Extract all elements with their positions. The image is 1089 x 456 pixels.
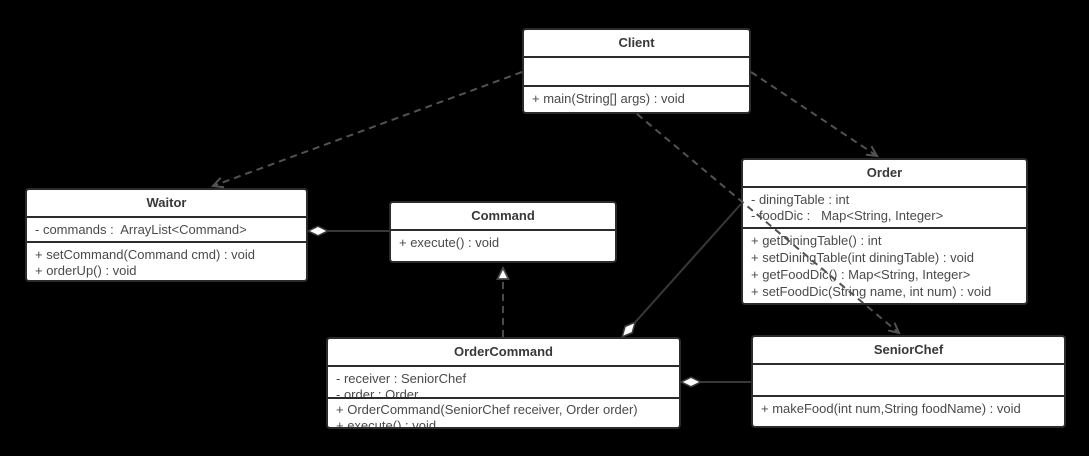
- methods-compartment: + makeFood(int num,String foodName) : vo…: [753, 397, 1064, 426]
- method-item: + execute() : void: [336, 417, 437, 428]
- field-item: - receiver : SeniorChef: [336, 371, 467, 386]
- method-item: + makeFood(int num,String foodName) : vo…: [761, 401, 1021, 416]
- method-item: + setCommand(Command cmd) : void: [35, 246, 255, 262]
- class-title: Command: [391, 203, 615, 231]
- method-item: + OrderCommand(SeniorChef receiver, Orde…: [336, 401, 638, 417]
- method-item: + getFoodDic() : Map<String, Integer>: [751, 267, 971, 283]
- fields-compartment: - diningTable : int - foodDic : Map<Stri…: [743, 188, 1026, 230]
- class-box-client[interactable]: Client + main(String[] args) : void: [522, 28, 751, 114]
- method-item: + getDiningTable() : int: [751, 233, 882, 249]
- field-item: - commands : ArrayList<Command>: [35, 222, 247, 237]
- edge-dependency-client-order: [750, 71, 879, 158]
- class-box-ordercommand[interactable]: OrderCommand - receiver : SeniorChef - o…: [326, 337, 681, 429]
- method-item: + setFoodDic(String name, int num) : voi…: [751, 284, 992, 300]
- field-item: - diningTable : int: [751, 192, 850, 207]
- methods-compartment: + OrderCommand(SeniorChef receiver, Orde…: [328, 399, 679, 428]
- fields-compartment: - commands : ArrayList<Command>: [27, 218, 306, 243]
- methods-compartment: + main(String[] args) : void: [524, 87, 749, 112]
- fields-compartment: [753, 365, 1064, 397]
- edge-dependency-client-waitor: [210, 71, 523, 189]
- class-title: SeniorChef: [753, 337, 1064, 365]
- field-item: - foodDic : Map<String, Integer>: [751, 208, 944, 223]
- fields-compartment: - receiver : SeniorChef - order : Order: [328, 367, 679, 399]
- method-item: + orderUp() : void: [35, 262, 137, 278]
- fields-compartment: [524, 58, 749, 87]
- method-item: + main(String[] args) : void: [532, 91, 685, 106]
- class-box-waitor[interactable]: Waitor - commands : ArrayList<Command> +…: [25, 188, 308, 282]
- class-box-seniorchef[interactable]: SeniorChef + makeFood(int num,String foo…: [751, 335, 1066, 428]
- edge-aggregation-ordercommand-order: [622, 203, 742, 337]
- class-title: Order: [743, 160, 1026, 188]
- class-title: OrderCommand: [328, 339, 679, 367]
- method-item: + setDiningTable(int diningTable) : void: [751, 250, 974, 266]
- class-title: Waitor: [27, 190, 306, 218]
- methods-compartment: + getDiningTable() : int + setDiningTabl…: [743, 229, 1026, 303]
- class-title: Client: [524, 30, 749, 58]
- methods-compartment: + execute() : void: [391, 231, 615, 261]
- methods-compartment: + setCommand(Command cmd) : void + order…: [27, 243, 306, 280]
- class-box-order[interactable]: Order - diningTable : int - foodDic : Ma…: [741, 158, 1028, 305]
- field-item: - order : Order: [336, 387, 419, 399]
- method-item: + execute() : void: [399, 235, 500, 250]
- class-box-command[interactable]: Command + execute() : void: [389, 201, 617, 263]
